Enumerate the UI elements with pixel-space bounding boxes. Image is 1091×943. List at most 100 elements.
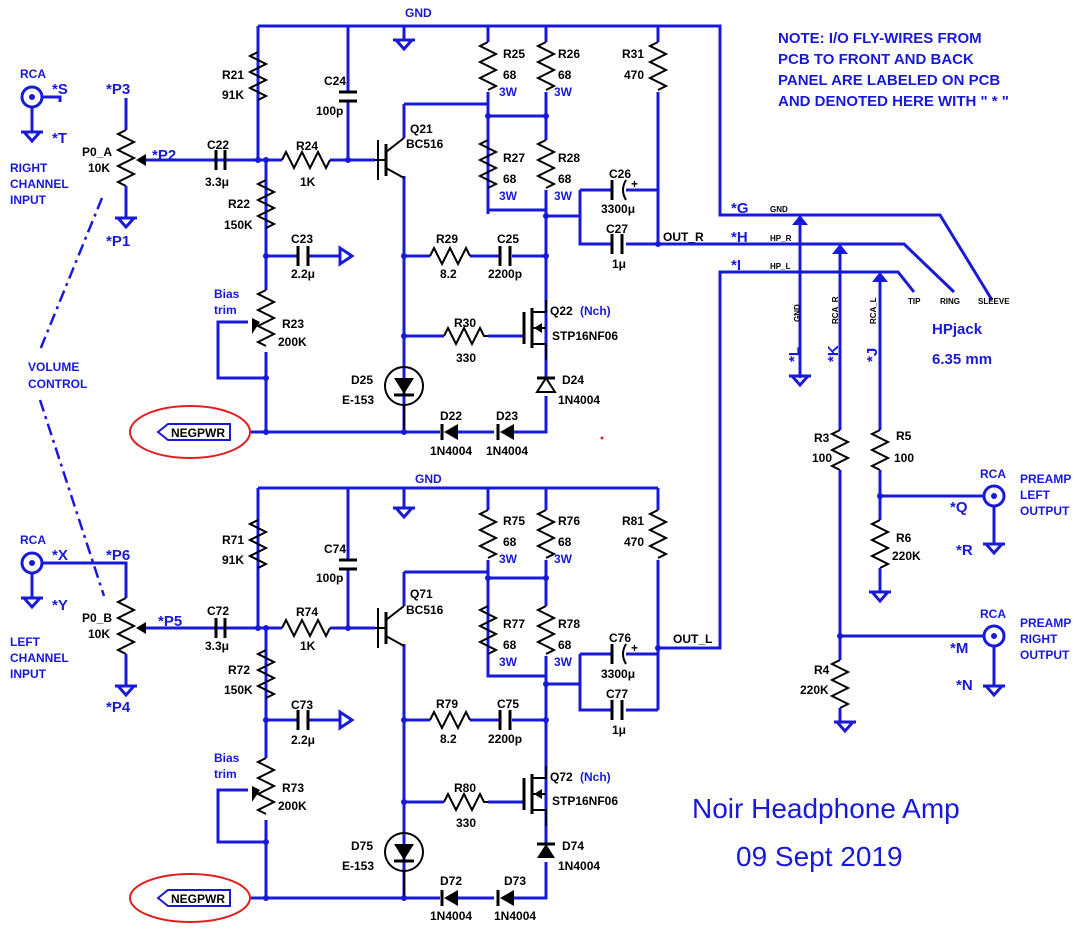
c25-ref: C25 xyxy=(497,232,519,246)
volume-gang-line xyxy=(38,197,106,597)
r81-value: 470 xyxy=(624,535,644,549)
r27-power: 3W xyxy=(499,189,518,203)
resistor-r77 xyxy=(477,605,499,655)
input-section: RCA *S *T RIGHT CHANNEL INPUT *P3 *P2 *P… xyxy=(10,67,182,716)
resistor-r30 xyxy=(443,325,488,347)
bias-b-label-2: trim xyxy=(214,767,237,781)
r5-value: 100 xyxy=(894,451,914,465)
p0b-value: 10K xyxy=(88,627,110,641)
mosfet-q22 xyxy=(522,300,547,360)
r23-value: 200K xyxy=(278,335,307,349)
preamp-right-line-2: RIGHT xyxy=(1020,632,1058,646)
r78-power: 3W xyxy=(554,655,573,669)
r71-ref: R71 xyxy=(222,533,244,547)
d22-value: 1N4004 xyxy=(430,444,472,458)
r79-ref: R79 xyxy=(436,697,458,711)
resistor-r26 xyxy=(535,41,557,91)
tag-p2: *P2 xyxy=(152,147,176,164)
tag-g: *G xyxy=(731,200,749,217)
diode-d72 xyxy=(440,890,458,906)
tag-p5: *P5 xyxy=(158,613,182,630)
tag-k: *K xyxy=(825,345,842,362)
d25-ref: D25 xyxy=(351,373,373,387)
r3-ref: R3 xyxy=(814,431,830,445)
d75-value: E-153 xyxy=(342,859,374,873)
resistor-r25 xyxy=(477,41,499,91)
transistor-q71 xyxy=(375,605,405,648)
p0a-value: 10K xyxy=(88,161,110,175)
r28-power: 3W xyxy=(554,189,573,203)
tag-j: *J xyxy=(864,348,881,362)
pin-rcal-vertical: RCA_L xyxy=(869,297,878,324)
headphone-jack-section: GND HP_R HP_L TIP RING SLEEVE *G *H *I G… xyxy=(731,200,1071,733)
resistor-r3 xyxy=(829,429,851,471)
d23-ref: D23 xyxy=(496,409,518,423)
hpjack-label: HPjack xyxy=(932,321,983,338)
r25-power: 3W xyxy=(499,85,518,99)
r73-value: 200K xyxy=(278,799,307,813)
diode-d73 xyxy=(496,890,514,906)
r31-value: 470 xyxy=(624,68,644,82)
top-channel-wires xyxy=(142,24,840,434)
negpwr-bottom: NEGPWR xyxy=(129,873,251,923)
tag-s: *S xyxy=(52,81,68,98)
r72-value: 150K xyxy=(224,683,253,697)
r80-value: 330 xyxy=(456,816,476,830)
diode-d23 xyxy=(496,424,514,440)
resistor-r78 xyxy=(535,605,557,655)
r73-ref: R73 xyxy=(282,781,304,795)
resistor-r75 xyxy=(477,509,499,559)
c76-ref: C76 xyxy=(609,631,631,645)
r6-ref: R6 xyxy=(896,531,912,545)
rca-right-label: RCA xyxy=(20,67,46,81)
pin-gnd-label: GND xyxy=(770,205,788,214)
tag-l: *L xyxy=(786,347,803,362)
gnd-top-label: GND xyxy=(405,6,432,20)
c23-ref: C23 xyxy=(291,232,313,246)
bias-b-label-1: Bias xyxy=(214,751,240,765)
tag-i: *I xyxy=(731,257,741,274)
r22-value: 150K xyxy=(224,218,253,232)
resistor-r80 xyxy=(443,791,488,813)
right-input-line-3: INPUT xyxy=(10,193,47,207)
resistor-r76 xyxy=(535,509,557,559)
q71-ref: Q71 xyxy=(410,587,433,601)
diode-d25 xyxy=(384,366,424,432)
pot-p0a xyxy=(115,129,137,187)
c75-ref: C75 xyxy=(497,697,519,711)
ground-c23 xyxy=(338,245,355,267)
r75-value: 68 xyxy=(503,535,517,549)
rca-preamp-left-label: RCA xyxy=(980,467,1006,481)
r30-ref: R30 xyxy=(454,316,476,330)
tag-p3: *P3 xyxy=(106,81,130,98)
r77-power: 3W xyxy=(499,655,518,669)
r6-value: 220K xyxy=(892,549,921,563)
r77-ref: R77 xyxy=(503,617,525,631)
resistor-r22 xyxy=(255,179,277,229)
pin-ring-label: RING xyxy=(940,297,960,306)
resistor-r79 xyxy=(429,709,471,731)
top-components: R21 91K C24 100p C22 3.3μ R24 1K Q21 BC5… xyxy=(129,6,704,459)
r77-value: 68 xyxy=(503,638,517,652)
r79-value: 8.2 xyxy=(440,732,457,746)
pin-hpr-label: HP_R xyxy=(770,234,792,243)
pin-gnd-vertical: GND xyxy=(793,304,802,322)
pin-tip-label: TIP xyxy=(908,297,921,306)
pot-p0b xyxy=(115,597,137,655)
r81-ref: R81 xyxy=(622,514,644,528)
diagram-title: Noir Headphone Amp xyxy=(692,793,960,824)
r72-ref: R72 xyxy=(228,663,250,677)
r25-value: 68 xyxy=(503,68,517,82)
d23-value: 1N4004 xyxy=(486,444,528,458)
resistor-r28 xyxy=(535,139,557,189)
resistor-r5 xyxy=(869,429,891,471)
q72-value: STP16NF06 xyxy=(552,794,618,808)
r26-power: 3W xyxy=(554,85,573,99)
d72-ref: D72 xyxy=(440,874,462,888)
pin-rcar-vertical: RCA_R xyxy=(831,296,840,324)
c74-value: 100p xyxy=(316,571,343,585)
c73-value: 2.2μ xyxy=(291,733,315,747)
negpwr-top-label: NEGPWR xyxy=(171,426,225,440)
c76-plus: + xyxy=(631,641,638,655)
